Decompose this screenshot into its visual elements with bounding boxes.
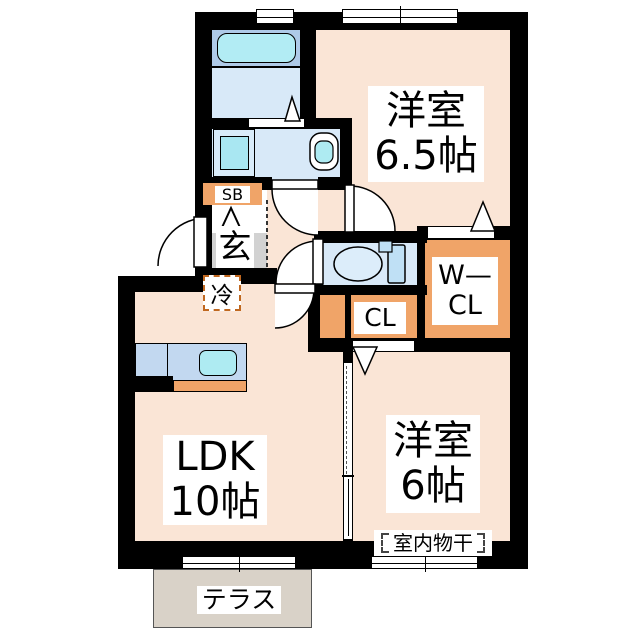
western-6-5-door (344, 184, 396, 233)
washing-machine (220, 136, 249, 170)
bathtub (217, 33, 296, 63)
sliding-door-ldk-w6 (342, 362, 354, 540)
window-western-6 (371, 553, 478, 572)
front-door (157, 216, 208, 268)
wall-toilet-wcl-divider (417, 231, 425, 352)
indoor-drying-text: 室内物干 (393, 530, 473, 555)
room-name: LDK (175, 434, 255, 481)
wall-left-lower (118, 277, 135, 569)
room-name: 洋室 (386, 88, 466, 135)
toilet-door (275, 238, 324, 285)
window-bathroom (256, 9, 294, 24)
dashed-bracket-right (477, 533, 485, 553)
bath-door-triangle (284, 94, 302, 122)
room-size: 10帖 (169, 479, 261, 525)
sliding-door-tick (342, 475, 354, 477)
wall-toilet-bottom (308, 285, 427, 295)
room-label-western-6-5: 洋室 6.5帖 (368, 86, 484, 182)
label-closet: CL (354, 302, 406, 334)
bath-door-opening (248, 118, 305, 128)
floor-bathroom (212, 66, 300, 121)
label-terrace: テラス (197, 586, 281, 614)
sliding-door-panel (348, 479, 349, 536)
closet-door-triangle (351, 346, 379, 376)
toilet-fixture (333, 240, 406, 284)
closet-side-block (320, 294, 345, 341)
bathroom-divider-line (212, 66, 300, 68)
label-indoor-drying: 室内物干 (374, 530, 492, 556)
label-entrance: 玄 (216, 226, 254, 268)
wall-right (510, 12, 528, 569)
entrance-text: 玄 (218, 226, 252, 266)
closet-text: CL (364, 303, 396, 332)
label-walk-in-closet: W— CL (432, 257, 498, 325)
wall-washroom-right (340, 118, 352, 190)
room-size: 6帖 (400, 463, 466, 509)
kitchen-front-strip (173, 380, 247, 392)
wall-washroom-bottom-right (318, 177, 352, 190)
window-ldk (182, 553, 296, 572)
room-size: 6.5帖 (374, 133, 478, 179)
dashed-bracket-left (381, 533, 389, 553)
wall-bath-room-divider (300, 12, 316, 125)
room-label-ldk: LDK 10帖 (163, 435, 267, 525)
washroom-door (271, 179, 319, 236)
kitchen-wall-stub (135, 376, 173, 392)
refrigerator-text: 冷 (210, 283, 234, 309)
wcl-door-triangle (469, 200, 497, 232)
room-name: 洋室 (393, 418, 473, 465)
wall-ldk-w6-stub-bottom (343, 538, 353, 569)
room-label-western-6: 洋室 6帖 (386, 415, 480, 513)
kitchen-sink (199, 350, 237, 376)
wcl-line1: W— (438, 259, 492, 291)
wall-toilet-top (314, 231, 427, 243)
ldk-door (274, 283, 316, 329)
wall-ldk-w6-stub-top (343, 338, 353, 364)
entrance-arrow-icon (218, 205, 244, 235)
shoe-box-text: SB (214, 185, 251, 203)
sliding-door-track (346, 366, 347, 474)
wall-closet-divider (345, 293, 351, 345)
kitchen-counter-divider (167, 344, 168, 380)
refrigerator-space: 冷 (203, 275, 241, 311)
terrace-text: テラス (201, 585, 277, 614)
wcl-line2: CL (448, 290, 482, 321)
window-western-6-5 (342, 6, 458, 27)
wall-ldk-top (118, 276, 210, 292)
shoe-box: SB (203, 183, 262, 205)
washbasin (309, 132, 339, 171)
